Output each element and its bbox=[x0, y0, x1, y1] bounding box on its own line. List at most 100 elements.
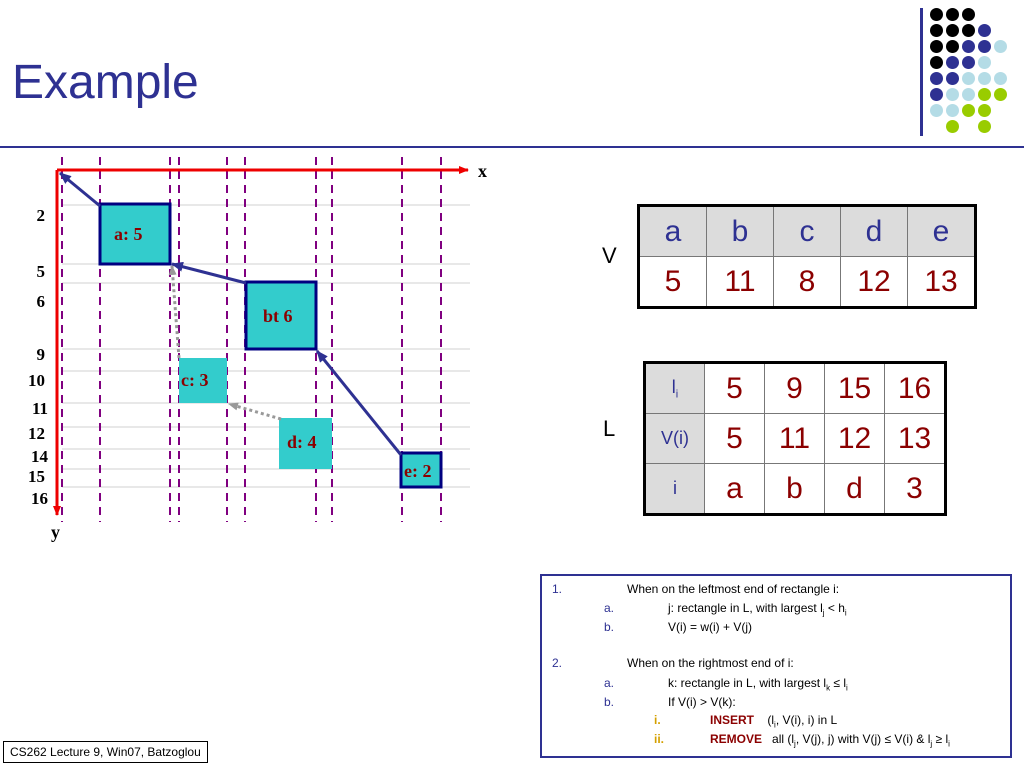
dot bbox=[930, 104, 943, 117]
text-part: ≥ l bbox=[932, 732, 949, 746]
algo-step-2: 2. bbox=[552, 656, 562, 670]
algo-letter: b. bbox=[604, 620, 615, 634]
text-sub: i bbox=[844, 608, 847, 618]
v-value-cell: 5 bbox=[638, 256, 707, 308]
text-part: < h bbox=[824, 601, 845, 615]
dot bbox=[978, 120, 991, 133]
chain-arrow-e-to-b bbox=[315, 350, 403, 456]
dot bbox=[962, 24, 975, 37]
algo-step-2b-marker: b. bbox=[604, 695, 614, 709]
title-underline bbox=[0, 146, 1024, 148]
algo-step-1-text: When on the leftmost end of rectangle i: bbox=[627, 582, 840, 596]
algo-letter: a. bbox=[604, 676, 615, 690]
v-header-cell: d bbox=[840, 205, 908, 257]
dot bbox=[978, 24, 991, 37]
rectangle-c-label: c: 3 bbox=[181, 370, 208, 390]
text-part: , V(j), j) with V(j) ≤ V(i) & l bbox=[795, 732, 931, 746]
v-cell: 11 bbox=[764, 413, 825, 464]
link-arrow-d-to-c bbox=[228, 402, 282, 421]
algo-step-2-text: When on the rightmost end of i: bbox=[627, 656, 794, 670]
y-tick: 12 bbox=[28, 424, 45, 443]
dot bbox=[946, 8, 959, 21]
i-cell: d bbox=[824, 463, 885, 515]
dot bbox=[994, 88, 1007, 101]
dot bbox=[978, 40, 991, 53]
rectangle-c bbox=[179, 358, 227, 403]
dot bbox=[978, 88, 991, 101]
dot bbox=[930, 40, 943, 53]
remove-keyword: REMOVE bbox=[710, 732, 763, 746]
rectangle-a-label: a: 5 bbox=[114, 224, 143, 244]
rectangle-b-label: bt 6 bbox=[263, 306, 293, 326]
v-header-cell: c bbox=[773, 205, 841, 257]
algo-remove-marker: ii. bbox=[654, 732, 664, 746]
l-cell: 9 bbox=[764, 362, 825, 414]
algo-step-1a-text: j: rectangle in L, with largest lj < hi bbox=[668, 601, 847, 617]
algo-insert-text: INSERT (li, V(i), i) in L bbox=[710, 713, 837, 729]
dot bbox=[930, 24, 943, 37]
v-value-cell: 13 bbox=[907, 256, 976, 308]
y-axis-label: y bbox=[51, 522, 60, 542]
text-sub: j bbox=[930, 739, 933, 749]
v-header-cell: e bbox=[907, 205, 976, 257]
rectangle-a bbox=[98, 202, 172, 266]
y-tick: 6 bbox=[37, 292, 46, 311]
dot bbox=[978, 72, 991, 85]
l-row-header-sub: i bbox=[675, 388, 679, 401]
corner-divider bbox=[920, 8, 923, 136]
dot bbox=[946, 88, 959, 101]
algo-roman: i. bbox=[654, 713, 661, 727]
i-cell: a bbox=[704, 463, 765, 515]
algo-number: 2. bbox=[552, 656, 563, 670]
slide-footer: CS262 Lecture 9, Win07, Batzoglou bbox=[3, 741, 208, 763]
dot bbox=[962, 8, 975, 21]
y-tick: 11 bbox=[32, 399, 48, 418]
rectangle-e-label: e: 2 bbox=[404, 461, 431, 481]
v-value-cell: 11 bbox=[706, 256, 774, 308]
algo-step-2a-text: k: rectangle in L, with largest lk ≤ li bbox=[668, 676, 848, 692]
dot bbox=[962, 72, 975, 85]
l-row-header: li bbox=[644, 362, 705, 414]
chain-arrow-a-to-origin bbox=[59, 171, 101, 208]
dot bbox=[946, 56, 959, 69]
algo-step-2a-marker: a. bbox=[604, 676, 614, 690]
algo-step-1: 1. bbox=[552, 582, 562, 596]
text-part: k: rectangle in L, with largest l bbox=[668, 676, 827, 690]
rectangle-d-label: d: 4 bbox=[287, 432, 317, 452]
algo-insert-marker: i. bbox=[654, 713, 661, 727]
algo-letter: a. bbox=[604, 601, 615, 615]
dot bbox=[930, 8, 943, 21]
dot bbox=[930, 56, 943, 69]
v-value-cell: 12 bbox=[840, 256, 908, 308]
text-sub: j bbox=[822, 608, 825, 618]
dot bbox=[946, 40, 959, 53]
dot bbox=[978, 104, 991, 117]
l-cell: 15 bbox=[824, 362, 885, 414]
chain-arrow-b-to-a bbox=[171, 261, 247, 285]
dot bbox=[994, 72, 1007, 85]
algo-step-1b-text: V(i) = w(i) + V(j) bbox=[668, 620, 752, 634]
v-header-cell: b bbox=[706, 205, 774, 257]
dot bbox=[994, 40, 1007, 53]
algo-remove-text: REMOVE all (lj, V(j), j) with V(j) ≤ V(i… bbox=[710, 732, 950, 748]
v-value-cell: 8 bbox=[773, 256, 841, 308]
y-tick: 5 bbox=[37, 262, 46, 281]
algo-roman: ii. bbox=[654, 732, 665, 746]
dot bbox=[978, 56, 991, 69]
y-tick: 14 bbox=[31, 447, 49, 466]
x-axis-label: x bbox=[478, 161, 487, 181]
rectangle-diagram: x y 2 5 6 9 10 11 12 14 15 16 a: 5 bt 6 … bbox=[28, 157, 487, 542]
dot bbox=[946, 104, 959, 117]
v-cell: 5 bbox=[704, 413, 765, 464]
v-table-label: V bbox=[602, 243, 617, 268]
dot bbox=[930, 88, 943, 101]
v-header-cell: a bbox=[638, 205, 707, 257]
v-cell: 13 bbox=[884, 413, 946, 464]
algo-step-1a-marker: a. bbox=[604, 601, 614, 615]
v-cell: 12 bbox=[824, 413, 885, 464]
l-cell: 16 bbox=[884, 362, 946, 414]
dot bbox=[946, 72, 959, 85]
y-tick: 9 bbox=[37, 345, 46, 364]
algo-letter: b. bbox=[604, 695, 615, 709]
v-row-header: V(i) bbox=[644, 413, 705, 464]
